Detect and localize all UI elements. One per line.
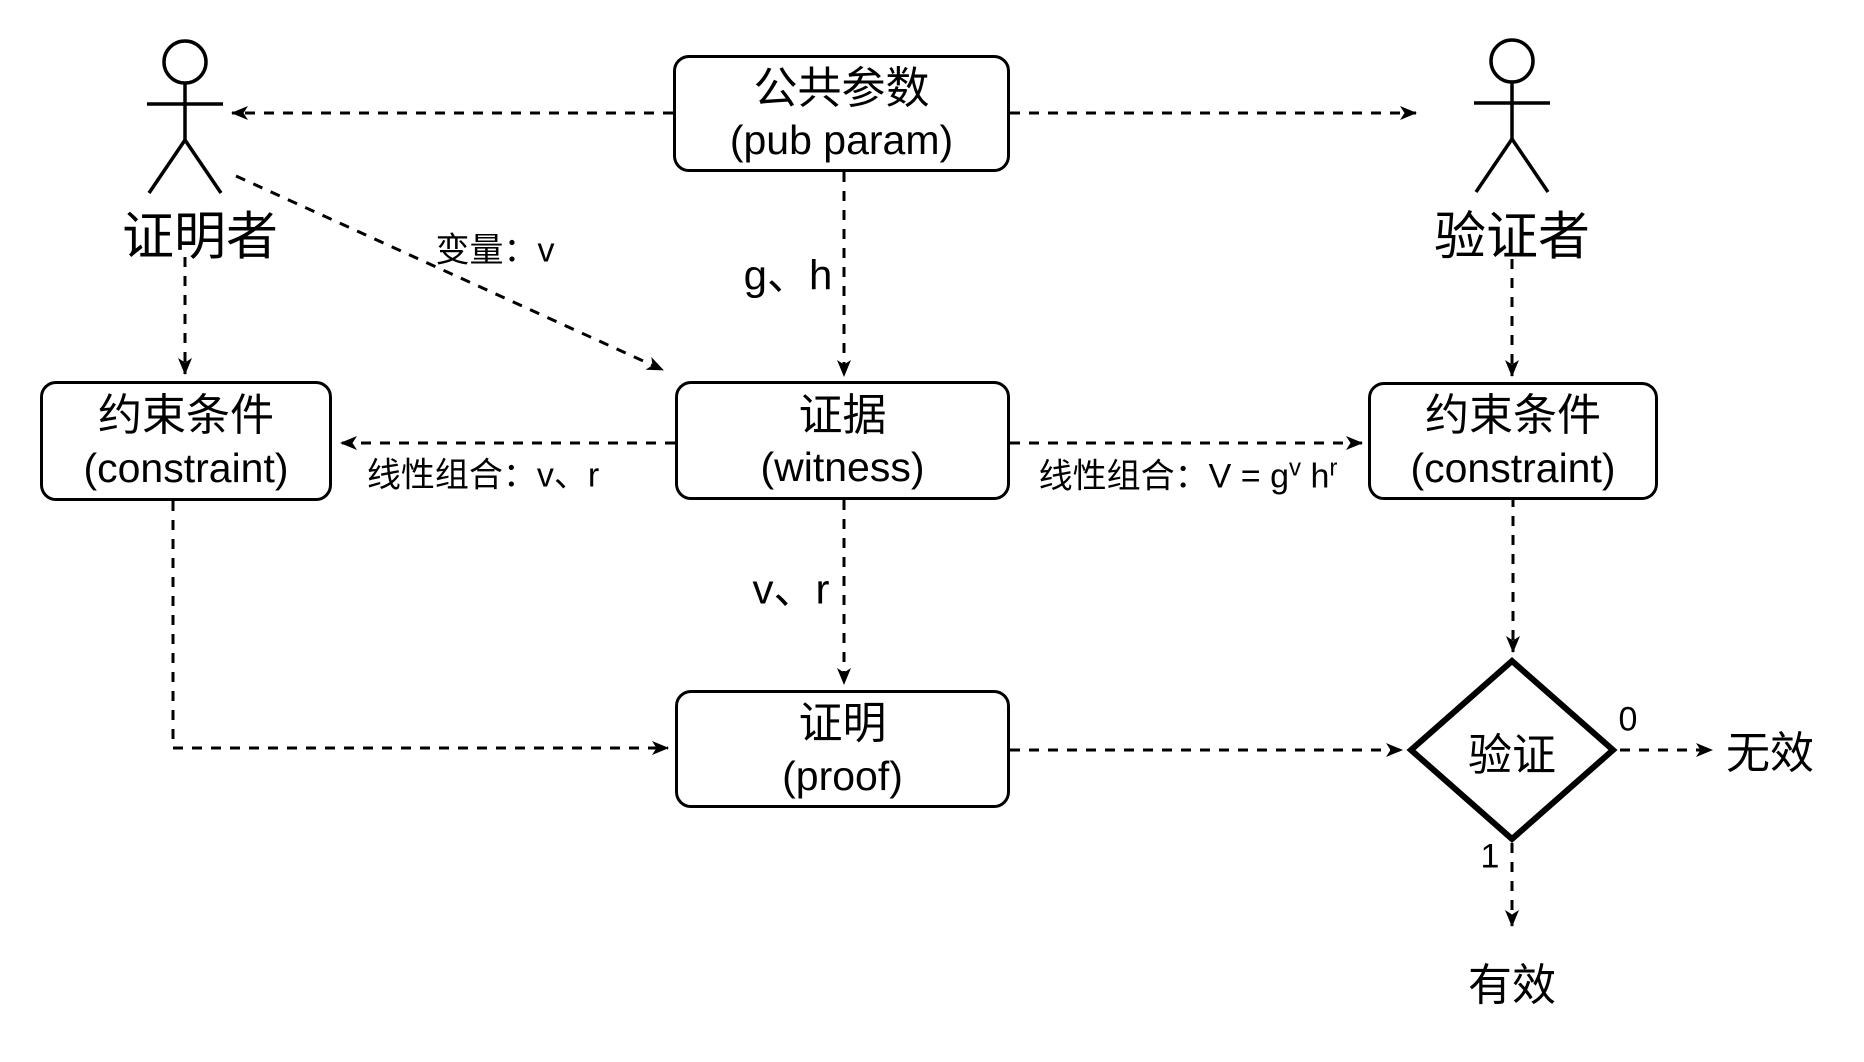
node-pub-param-title: 公共参数	[753, 63, 930, 113]
branch-one-label: 1	[1480, 837, 1500, 876]
prover-actor-icon	[147, 39, 223, 194]
node-constraint-right: 约束条件 (constraint)	[1368, 382, 1658, 500]
verify-diamond	[1406, 657, 1618, 843]
node-constraint-right-subtitle: (constraint)	[1410, 444, 1616, 491]
commitment-exponent-r: r	[1329, 454, 1338, 482]
node-witness-subtitle: (witness)	[760, 444, 925, 491]
node-constraint-left: 约束条件 (constraint)	[40, 381, 332, 501]
edge-prover-to-witness	[235, 174, 664, 372]
commitment-prefix: 线性组合：V = g	[1038, 457, 1289, 496]
node-proof-title: 证明	[798, 699, 887, 749]
node-pub-param: 公共参数 (pub param)	[673, 55, 1010, 172]
node-constraint-left-title: 约束条件	[98, 391, 274, 441]
node-proof: 证明 (proof)	[675, 690, 1010, 808]
node-constraint-right-title: 约束条件	[1425, 391, 1601, 441]
commitment-mid: h	[1300, 457, 1330, 496]
valid-result-label: 有效	[1468, 961, 1556, 1010]
node-proof-subtitle: (proof)	[782, 752, 903, 799]
node-witness-title: 证据	[798, 390, 887, 440]
prover-label: 证明者	[121, 208, 279, 267]
edge-label-v-r: v、r	[752, 565, 830, 613]
verifier-actor-icon	[1474, 38, 1550, 193]
edge-label-g-h: g、h	[743, 251, 833, 299]
node-witness: 证据 (witness)	[675, 381, 1010, 500]
invalid-result-label: 无效	[1726, 729, 1814, 778]
node-pub-param-subtitle: (pub param)	[729, 117, 954, 164]
edge-label-linear-combination-commitment: 线性组合：V = gv hr	[1039, 449, 1338, 498]
edge-constraint-left-to-proof	[171, 501, 669, 755]
verifier-label: 验证者	[1433, 208, 1591, 267]
node-constraint-left-subtitle: (constraint)	[83, 444, 289, 491]
edge-label-variable-v: 变量：v	[435, 231, 555, 270]
branch-zero-label: 0	[1618, 700, 1638, 739]
commitment-exponent-v: v	[1288, 454, 1301, 482]
edge-label-linear-combination-vr: 线性组合：v、r	[366, 456, 600, 495]
verify-diamond-label: 验证	[1468, 731, 1556, 780]
